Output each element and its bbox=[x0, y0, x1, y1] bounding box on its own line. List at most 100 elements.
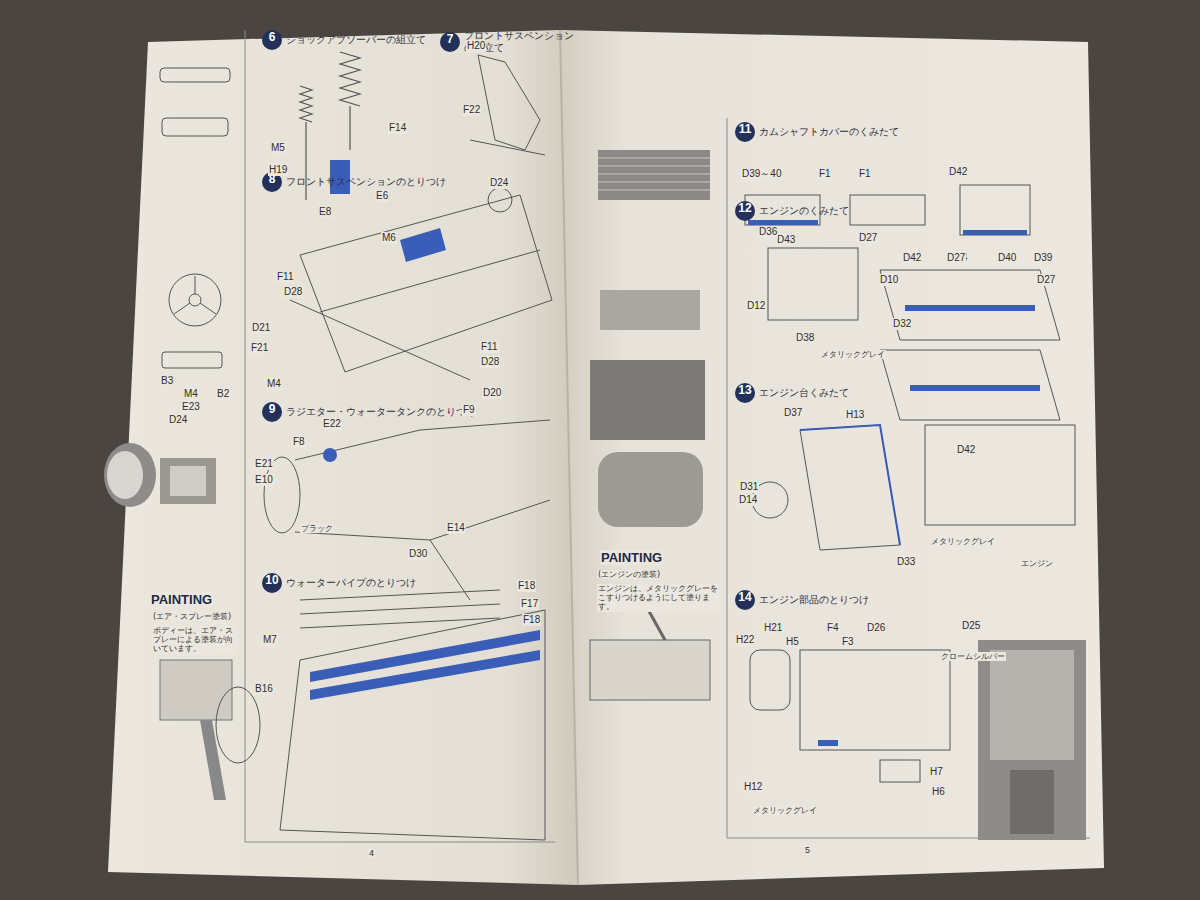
step-number: 14 bbox=[735, 590, 755, 610]
part-label: メタリックグレイ bbox=[752, 806, 818, 815]
assembly-step: 12 エンジンのくみたて bbox=[735, 201, 849, 221]
part-label: D28 bbox=[283, 286, 303, 298]
part-label: H19 bbox=[268, 164, 288, 176]
part-label: D43 bbox=[776, 234, 796, 246]
part-label: D37 bbox=[783, 407, 803, 419]
part-label: B16 bbox=[254, 683, 274, 695]
part-label: M4 bbox=[183, 388, 199, 400]
step-number: 7 bbox=[440, 32, 460, 52]
assembly-step: 8フロントサスペンションのとりつけ bbox=[262, 172, 446, 192]
part-label: F9 bbox=[462, 404, 476, 416]
part-label: E22 bbox=[322, 418, 342, 430]
part-label: D28 bbox=[480, 356, 500, 368]
page-number: 4 bbox=[368, 848, 375, 858]
instruction-note: ボディーは、エア・スプレーによる塗装が向いています。 bbox=[152, 626, 238, 654]
part-label: F4 bbox=[826, 622, 840, 634]
part-label: E14 bbox=[446, 522, 466, 534]
part-label: F1 bbox=[818, 168, 832, 180]
part-label: F3 bbox=[841, 636, 855, 648]
part-label: (エア・スプレー塗装) bbox=[152, 612, 232, 621]
page-number: 5 bbox=[804, 845, 811, 855]
part-label: D30 bbox=[408, 548, 428, 560]
part-label: D26 bbox=[866, 622, 886, 634]
part-label: H12 bbox=[743, 781, 763, 793]
part-label: H13 bbox=[845, 409, 865, 421]
assembly-step: 11 カムシャフトカバーのくみたて bbox=[735, 122, 899, 142]
part-label: D24 bbox=[168, 414, 188, 426]
instruction-note: エンジンは、メタリックグレーをこすりつけるようにして塗ります。 bbox=[597, 584, 719, 612]
step-number: 9 bbox=[262, 402, 282, 422]
step-number: 13 bbox=[735, 383, 755, 403]
part-label: D42 bbox=[948, 166, 968, 178]
part-label: クロームシルバー bbox=[940, 652, 1006, 661]
step-title: ショックアブソーバーの組立て bbox=[286, 34, 426, 46]
part-label: H7 bbox=[929, 766, 944, 778]
part-label: D39 bbox=[1033, 252, 1053, 264]
part-label: M5 bbox=[270, 142, 286, 154]
part-label: D24 bbox=[489, 177, 509, 189]
part-label: E10 bbox=[254, 474, 274, 486]
part-label: F11 bbox=[276, 271, 295, 283]
part-label: F17 bbox=[520, 598, 539, 610]
assembly-step: 10 ウォーターパイプのとりつけ bbox=[262, 573, 416, 593]
part-label: ブラック bbox=[300, 524, 334, 533]
step-title: ラジエター・ウォータータンクのとりつけ bbox=[286, 406, 476, 418]
part-label: F14 bbox=[388, 122, 407, 134]
assembly-step: 6 ショックアブソーバーの組立て bbox=[262, 30, 426, 50]
part-label: F18 bbox=[517, 580, 536, 592]
part-label: F22 bbox=[462, 104, 481, 116]
step-title: エンジンのくみたて bbox=[759, 205, 849, 217]
part-label: D38 bbox=[795, 332, 815, 344]
section-heading: PAINTING bbox=[600, 550, 663, 565]
part-label: メタリックグレイ bbox=[930, 537, 996, 546]
step-number: 10 bbox=[262, 573, 282, 593]
assembly-step: 9 ラジエター・ウォータータンクのとりつけ bbox=[262, 402, 476, 422]
assembly-step: 13 エンジン台くみたて bbox=[735, 383, 849, 403]
part-label: H21 bbox=[763, 622, 783, 634]
part-label: D10 bbox=[879, 274, 899, 286]
part-label: H22 bbox=[735, 634, 755, 646]
step-number: 6 bbox=[262, 30, 282, 50]
part-label: H6 bbox=[931, 786, 946, 798]
part-label: E21 bbox=[254, 458, 274, 470]
step-number: 12 bbox=[735, 201, 755, 221]
step-title: ウォーターパイプのとりつけ bbox=[286, 577, 416, 589]
part-label: D20 bbox=[482, 387, 502, 399]
part-label: D33 bbox=[896, 556, 916, 568]
part-label: H20 bbox=[466, 40, 486, 52]
part-label: F18 bbox=[522, 614, 541, 626]
part-label: D40 bbox=[997, 252, 1017, 264]
step-title: エンジン台くみたて bbox=[759, 387, 849, 399]
part-label: D42 bbox=[902, 252, 922, 264]
part-label: D32 bbox=[892, 318, 912, 330]
part-label: エンジン bbox=[1020, 559, 1054, 568]
step-title: エンジン部品のとりつけ bbox=[759, 594, 869, 606]
part-label: M6 bbox=[381, 232, 397, 244]
part-label: (エンジンの塗装) bbox=[597, 570, 661, 579]
part-label: E23 bbox=[181, 401, 201, 413]
part-label: F1 bbox=[858, 168, 872, 180]
part-label: D14 bbox=[738, 494, 758, 506]
part-label: D39～40 bbox=[741, 168, 782, 180]
part-label: D27 bbox=[1036, 274, 1056, 286]
part-label: F11 bbox=[480, 341, 499, 353]
assembly-step: 7フロントサスペンションの組立て bbox=[440, 30, 574, 54]
part-label: F21 bbox=[250, 342, 269, 354]
part-label: B3 bbox=[160, 375, 174, 387]
part-label: D36 bbox=[758, 226, 778, 238]
part-label: D25 bbox=[961, 620, 981, 632]
assembly-step: 14 エンジン部品のとりつけ bbox=[735, 590, 869, 610]
step-title: カムシャフトカバーのくみたて bbox=[759, 126, 899, 138]
part-label: D21 bbox=[251, 322, 271, 334]
part-label: D42 bbox=[956, 444, 976, 456]
part-label: M4 bbox=[266, 378, 282, 390]
step-number: 11 bbox=[735, 122, 755, 142]
part-label: E6 bbox=[375, 190, 389, 202]
part-label: メタリックグレイ bbox=[820, 350, 886, 359]
step-title: フロントサスペンションのとりつけ bbox=[286, 176, 446, 188]
part-label: D31 bbox=[739, 481, 759, 493]
part-label: H5 bbox=[785, 636, 800, 648]
part-label: F8 bbox=[292, 436, 306, 448]
